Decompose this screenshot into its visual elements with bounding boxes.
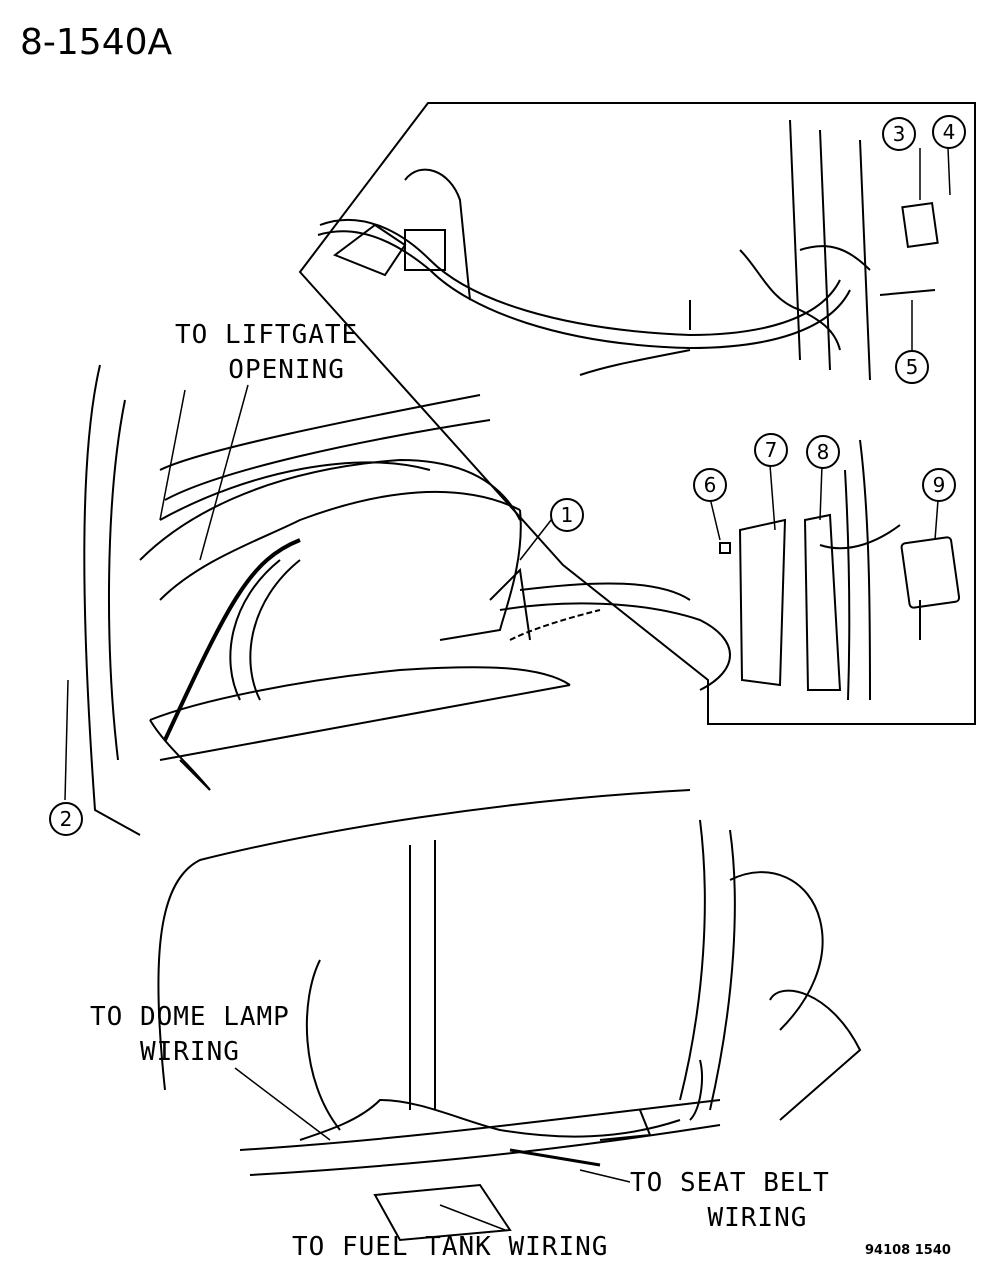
- label-dome-lamp: TO DOME LAMP WIRING: [90, 1000, 290, 1070]
- label-liftgate-line2: OPENING: [228, 355, 345, 385]
- label-seat-line2: WIRING: [707, 1203, 808, 1233]
- label-fuel-tank: TO FUEL TANK WIRING: [292, 1232, 609, 1262]
- label-seat-line1: TO SEAT BELT: [630, 1168, 830, 1198]
- label-liftgate: TO LIFTGATE OPENING: [175, 318, 358, 388]
- label-liftgate-line1: TO LIFTGATE: [175, 320, 359, 350]
- figure-number: 8-1540A: [20, 22, 173, 63]
- callout-5: 5: [895, 350, 929, 384]
- callout-9: 9: [922, 468, 956, 502]
- callout-8: 8: [806, 435, 840, 469]
- callout-7: 7: [754, 433, 788, 467]
- floor-area-art: [157, 789, 862, 1242]
- callout-1: 1: [550, 498, 584, 532]
- label-seat-belt: TO SEAT BELT WIRING: [630, 1166, 830, 1236]
- inset-harness-art: [317, 119, 939, 381]
- callout-2: 2: [49, 802, 83, 836]
- leader-lines: [64, 147, 951, 1231]
- callout-3: 3: [882, 117, 916, 151]
- drawing-code: 94108 1540: [865, 1243, 951, 1258]
- callout-6: 6: [693, 468, 727, 502]
- cargo-area-art: [83, 364, 731, 836]
- inset-bracket-art: [719, 439, 961, 701]
- label-dome-line1: TO DOME LAMP: [90, 1002, 290, 1032]
- label-dome-line2: WIRING: [139, 1037, 240, 1067]
- inset-frame: [298, 102, 976, 725]
- callout-4: 4: [932, 115, 966, 149]
